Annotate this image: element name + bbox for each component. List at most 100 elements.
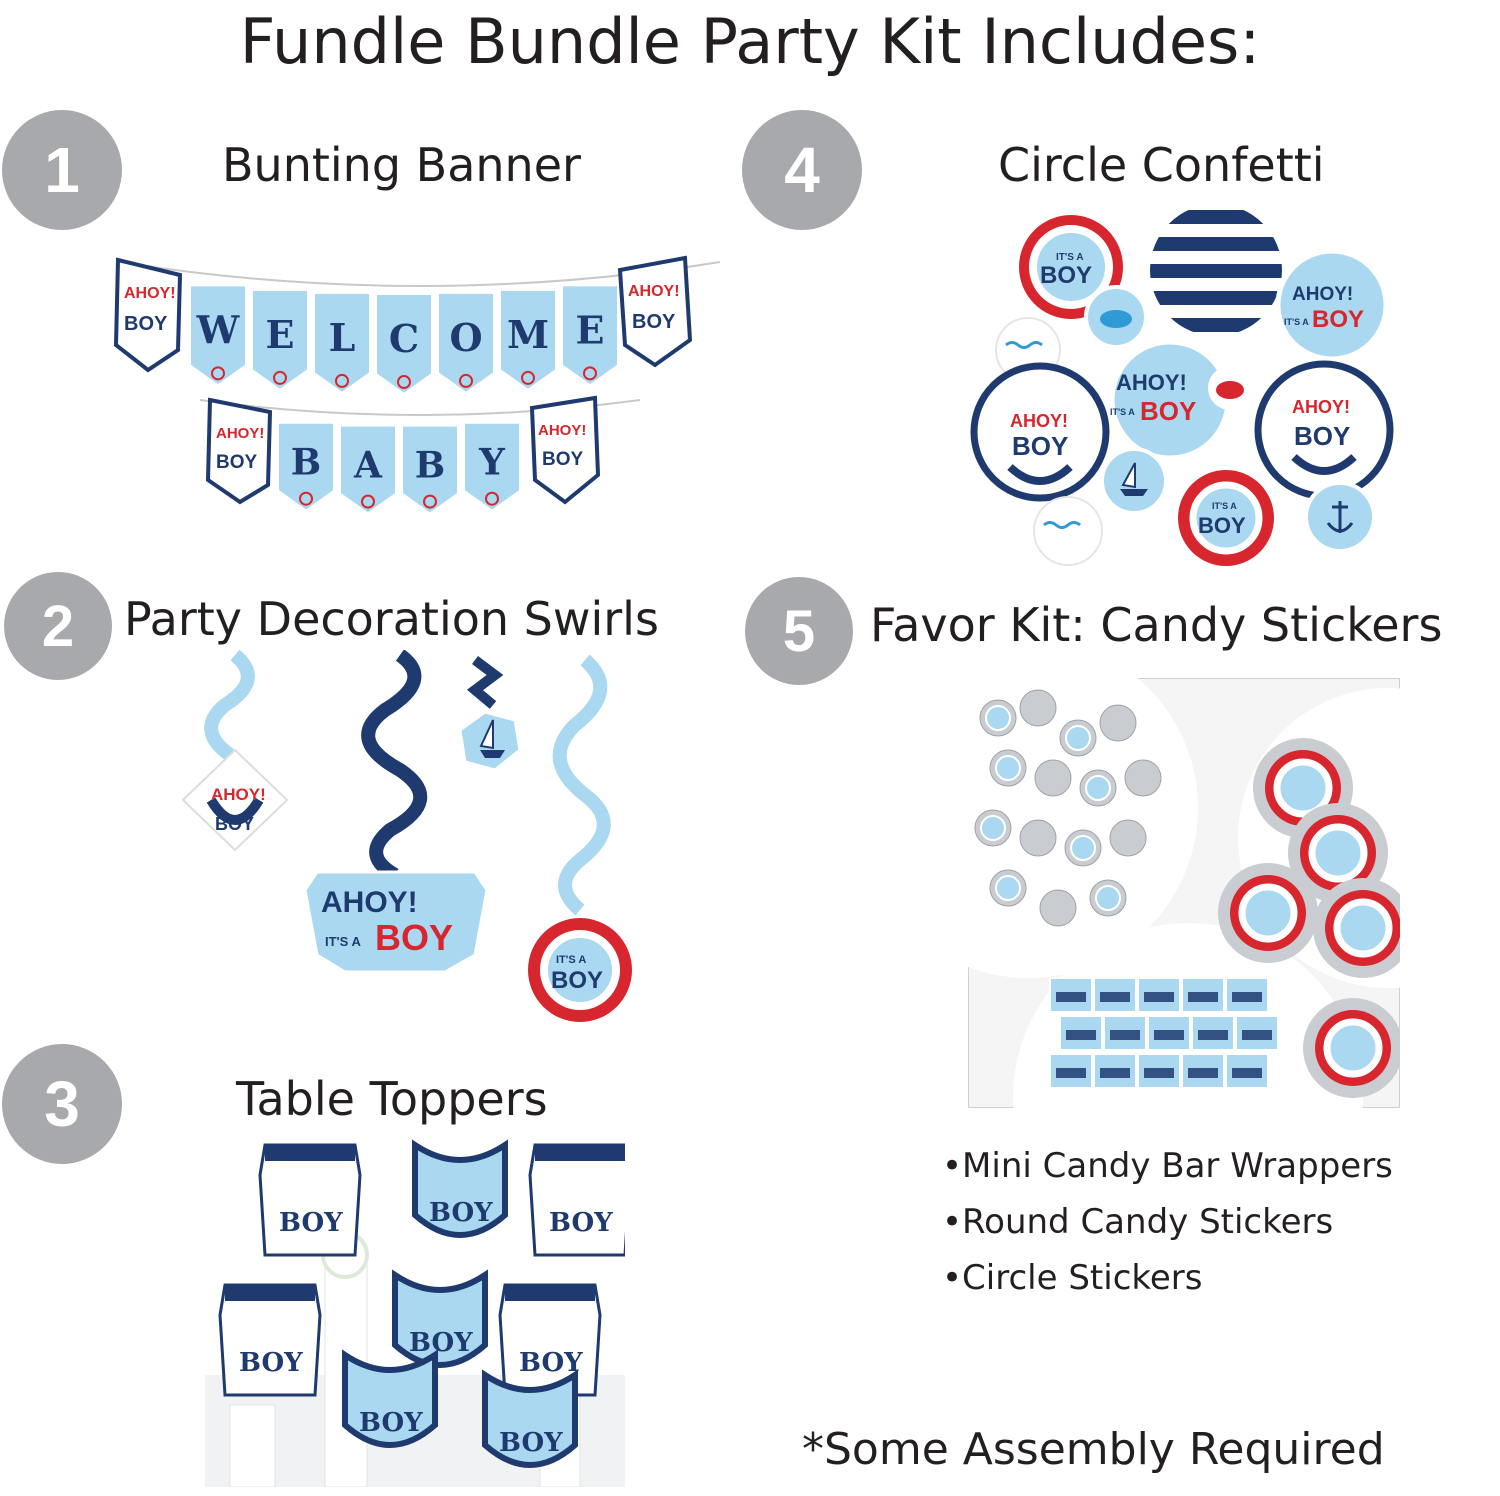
ahoy-text: AHOY!: [124, 285, 176, 302]
banner-letter: E: [266, 312, 295, 357]
favor-item-round-candy-stickers: •Round Candy Stickers: [942, 1202, 1334, 1242]
ahoy-text: AHOY!: [211, 785, 266, 804]
banner-letter: M: [507, 312, 549, 357]
mini-candy-bar-wrapper: [1059, 1015, 1103, 1051]
circle-confetti-image: IT'S A BOY AHOY! IT'S A BOY AHOY! BOY AH…: [970, 205, 1394, 566]
banner-letter: E: [576, 307, 605, 352]
candy-kiss: [974, 809, 1012, 847]
banner-letter: B: [415, 445, 445, 487]
number-badge-1: 1: [2, 110, 122, 230]
mini-candy-bar-wrapper: [1225, 1053, 1269, 1089]
ahoy-text: AHOY!: [216, 425, 264, 442]
table-toppers-image: BOY BOY BOY BOY BOY BOY BOY BOY: [205, 1139, 625, 1487]
banner-flag: O: [437, 291, 495, 395]
section-label-table-toppers: Table Toppers: [236, 1072, 548, 1126]
boy-text-large: BOY: [375, 917, 453, 958]
boy-text: BOY: [632, 311, 676, 333]
table-topper: BOY: [498, 1283, 602, 1397]
table-topper: BOY: [218, 1283, 322, 1397]
boy-text: BOY: [551, 967, 603, 994]
banner-flag: A: [339, 424, 397, 515]
number-badge-4: 4: [742, 110, 862, 230]
banner-letter: L: [329, 315, 356, 360]
banner-flag: W: [189, 284, 247, 387]
ahoy-text-large: AHOY!: [321, 886, 418, 919]
candy-kiss: [989, 749, 1027, 787]
its-a-text: IT'S A: [325, 934, 361, 949]
favor-item-circle-stickers: •Circle Stickers: [942, 1258, 1203, 1298]
boy-text: BOY: [542, 449, 584, 470]
banner-letter: W: [196, 307, 241, 352]
candy-kiss: [1109, 819, 1147, 857]
mini-candy-bar-wrapper: [1181, 977, 1225, 1013]
its-a-text: IT'S A: [1110, 407, 1135, 417]
mini-candy-bar-wrapper: [1093, 1053, 1137, 1089]
banner-letter: O: [449, 315, 482, 360]
candy-kiss: [1019, 689, 1057, 727]
ahoy-text: AHOY!: [1010, 411, 1068, 431]
ahoy-text: AHOY!: [1292, 284, 1353, 305]
banner-flag: B: [401, 424, 459, 515]
boy-text: BOY: [409, 1328, 473, 1358]
ahoy-text: AHOY!: [628, 283, 680, 300]
section-label-favor-kit: Favor Kit: Candy Stickers: [870, 598, 1443, 652]
boy-text: BOY: [216, 452, 258, 473]
candy-kiss: [1079, 769, 1117, 807]
candy-kiss: [1064, 829, 1102, 867]
mini-candy-bar-wrapper: [1191, 1015, 1235, 1051]
candy-kiss: [1124, 759, 1162, 797]
table-topper: BOY: [392, 1269, 488, 1368]
mini-candy-bar-wrapper: [1147, 1015, 1191, 1051]
section-label-bunting-banner: Bunting Banner: [222, 138, 581, 192]
boy-text: BOY: [499, 1428, 563, 1458]
section-label-decoration-swirls: Party Decoration Swirls: [124, 592, 659, 646]
banner-letter: A: [353, 445, 383, 487]
table-topper: BOY: [528, 1143, 625, 1257]
candy-kiss: [1099, 704, 1137, 742]
page-title: Fundle Bundle Party Kit Includes:: [239, 5, 1261, 78]
section-label-circle-confetti: Circle Confetti: [998, 138, 1325, 192]
boy-text: BOY: [1040, 262, 1092, 289]
candy-kiss: [1034, 759, 1072, 797]
banner-flag: E: [251, 288, 309, 392]
banner-end-flag-right-2: AHOY! BOY: [529, 395, 601, 505]
candy-kiss: [1039, 889, 1077, 927]
candy-kiss: [1059, 719, 1097, 757]
round-candy-sticker: [1288, 803, 1388, 903]
candy-kiss: [989, 869, 1027, 907]
boy-text: BOY: [1140, 396, 1196, 426]
candy-kiss: [979, 699, 1017, 737]
mini-candy-bar-wrapper: [1235, 1015, 1279, 1051]
boy-text: BOY: [124, 313, 168, 335]
mini-candy-bar-wrapper: [1137, 977, 1181, 1013]
boy-text: BOY: [549, 1208, 613, 1238]
banner-flag: L: [313, 291, 371, 395]
banner-letter: Y: [478, 442, 506, 484]
banner-end-flag-right: AHOY! BOY: [617, 255, 693, 368]
round-candy-sticker: [1303, 998, 1400, 1098]
number-badge-2: 2: [4, 572, 112, 680]
banner-flag: Y: [463, 421, 521, 512]
banner-flag: C: [375, 293, 433, 396]
boy-text: BOY: [1312, 306, 1364, 333]
mini-candy-bar-wrapper: [1225, 977, 1269, 1013]
number-badge-5: 5: [745, 577, 853, 685]
table-topper: BOY: [258, 1143, 362, 1257]
ahoy-text: AHOY!: [538, 422, 586, 439]
round-candy-sticker: [1313, 878, 1400, 978]
boy-text: BOY: [279, 1208, 343, 1238]
its-a-text: IT'S A: [1056, 252, 1084, 263]
candy-kiss: [1019, 819, 1057, 857]
table-topper: BOY: [412, 1139, 508, 1238]
banner-flag: E: [561, 284, 619, 387]
banner-end-flag-left: AHOY! BOY: [113, 257, 183, 373]
boy-text: BOY: [1012, 431, 1068, 461]
candy-kiss: [1089, 879, 1127, 917]
its-a-text: IT'S A: [556, 954, 586, 966]
banner-letter: C: [389, 316, 419, 361]
number-badge-3: 3: [2, 1044, 122, 1164]
mini-candy-bar-wrapper: [1049, 977, 1093, 1013]
boy-text: BOY: [359, 1408, 423, 1438]
ahoy-text: AHOY!: [1292, 397, 1350, 417]
